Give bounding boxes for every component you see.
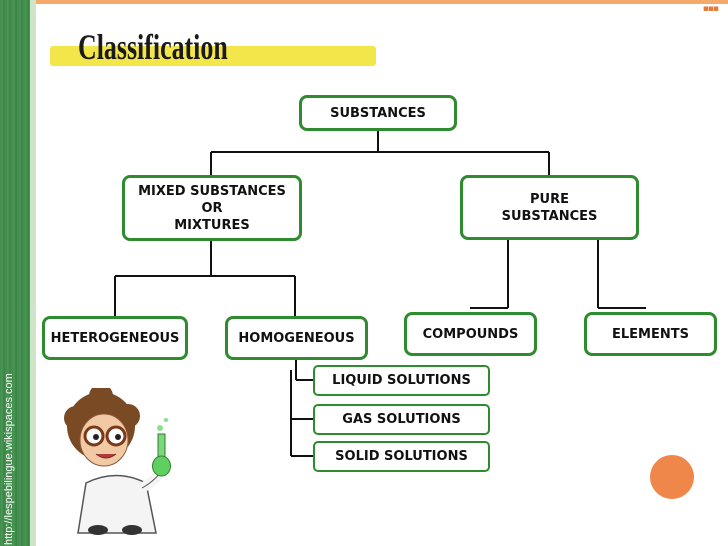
node-liquid-solutions: LIQUID SOLUTIONS [313, 365, 490, 396]
node-homogeneous: HOMOGENEOUS [225, 316, 368, 360]
top-rule [36, 0, 728, 4]
node-pure-substances: PURE SUBSTANCES [460, 175, 639, 240]
scientist-cartoon [64, 388, 171, 535]
node-substances: SUBSTANCES [299, 95, 457, 131]
title-highlight [50, 46, 376, 66]
node-heterogeneous: HETEROGENEOUS [42, 316, 188, 360]
accent-circle [650, 455, 694, 499]
node-mixtures: MIXED SUBSTANCES OR MIXTURES [122, 175, 302, 241]
node-compounds: COMPOUNDS [404, 312, 537, 356]
node-gas-solutions: GAS SOLUTIONS [313, 404, 490, 435]
sidebar-stripe [0, 0, 30, 546]
corner-dots: ▪▪▪ [702, 4, 719, 14]
sidebar-edge [30, 0, 36, 546]
node-solid-solutions: SOLID SOLUTIONS [313, 441, 490, 472]
page-title: Classification [78, 27, 228, 67]
node-elements: ELEMENTS [584, 312, 717, 356]
